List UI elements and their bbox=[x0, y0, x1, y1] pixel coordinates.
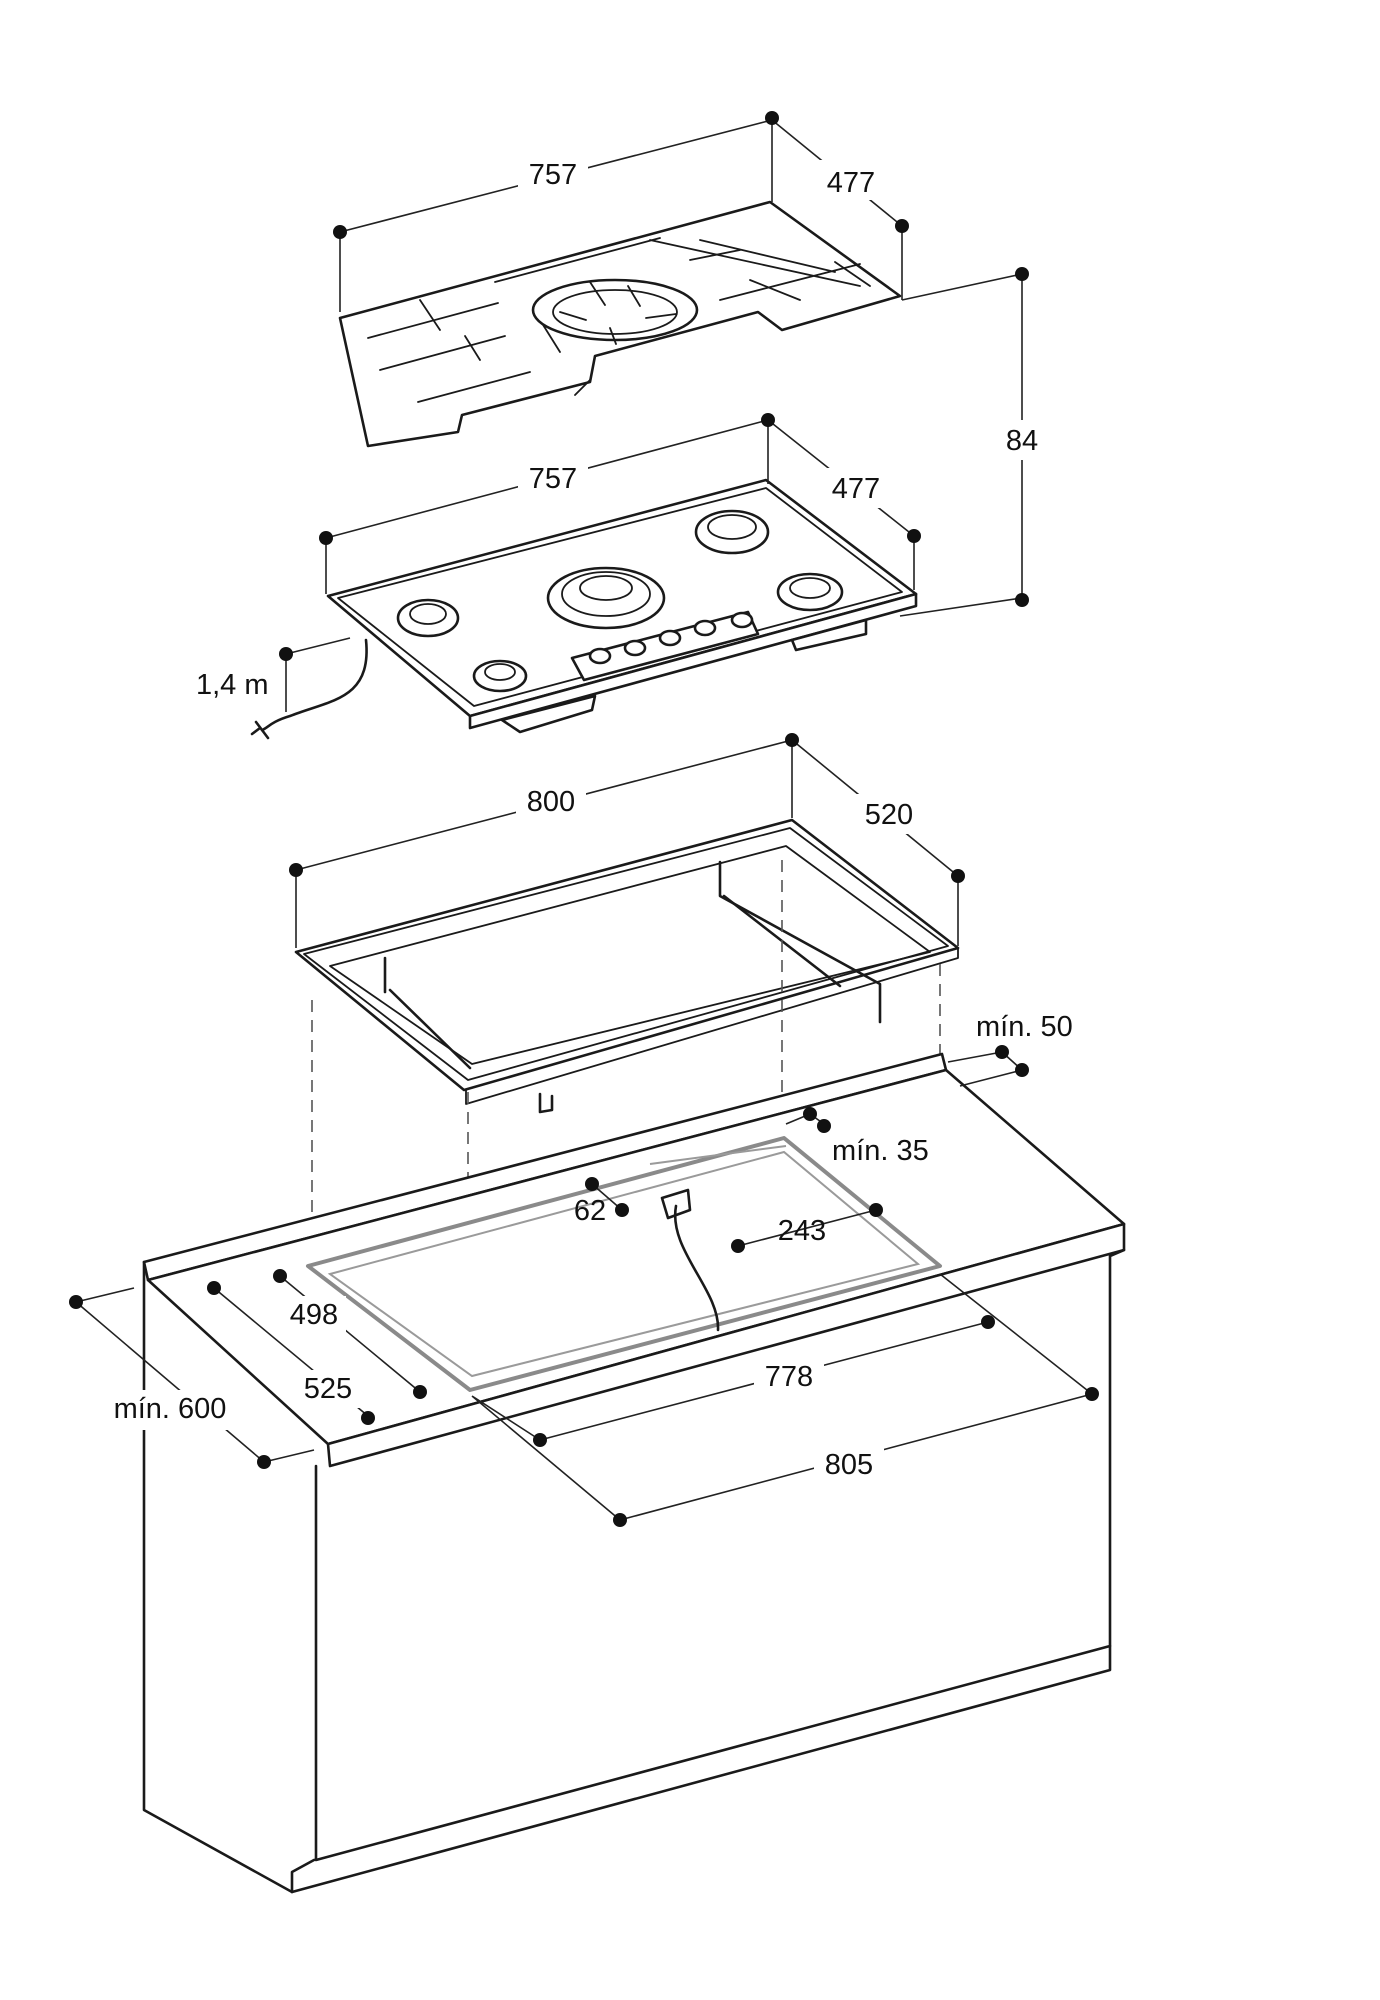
hob-width-label: 757 bbox=[529, 463, 577, 495]
cutout-depth-outer-label: 525 bbox=[304, 1373, 352, 1405]
total-height-label: 84 bbox=[1006, 425, 1038, 457]
plug-icon bbox=[250, 720, 270, 740]
control-knobs bbox=[588, 611, 754, 665]
gas-hob bbox=[250, 478, 918, 740]
cutout-depth-label: 498 bbox=[290, 1299, 338, 1331]
frame-width-label: 800 bbox=[527, 786, 575, 818]
pan-support-width-label: 757 bbox=[529, 159, 577, 191]
offset-front-label: 62 bbox=[574, 1195, 606, 1227]
pan-support-depth-label: 477 bbox=[827, 167, 875, 199]
gas-pipe bbox=[673, 1204, 720, 1332]
min-side-label: mín. 35 bbox=[832, 1135, 929, 1167]
min-back-label: mín. 50 bbox=[976, 1011, 1073, 1043]
projection-lines bbox=[311, 860, 941, 1380]
frame-depth-label: 520 bbox=[865, 799, 913, 831]
pan-support bbox=[338, 200, 902, 448]
worktop-cabinet bbox=[142, 1052, 1126, 1894]
power-cable bbox=[260, 638, 368, 732]
burners bbox=[396, 509, 844, 693]
min-worktop-depth-label: mín. 600 bbox=[114, 1393, 227, 1425]
cutout-width-label: 778 bbox=[765, 1361, 813, 1393]
hob-depth-label: 477 bbox=[832, 473, 880, 505]
cutout-width-outer-label: 805 bbox=[825, 1449, 873, 1481]
dimension-labels: 757 477 84 757 477 1,4 m 800 520 mín. 50… bbox=[108, 150, 1073, 1486]
installation-frame bbox=[294, 818, 960, 1114]
gas-position-label: 243 bbox=[778, 1215, 826, 1247]
cable-length-label: 1,4 m bbox=[196, 669, 269, 701]
